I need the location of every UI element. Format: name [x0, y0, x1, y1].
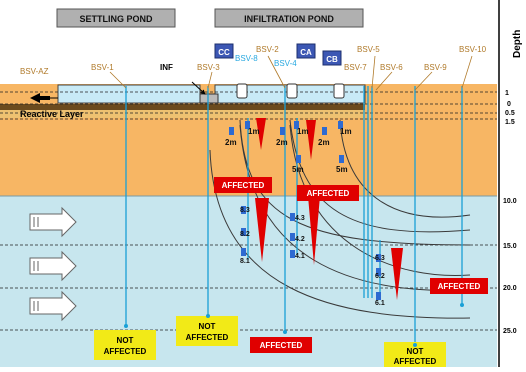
well-label-inf: INF	[160, 63, 173, 72]
not-affected-box-2	[176, 316, 238, 346]
not-affected-label-1a: NOT	[117, 336, 134, 345]
infiltration-pond-header	[214, 8, 364, 28]
not-affected-label-2b: AFFECTED	[186, 333, 229, 342]
contaminant-wedges	[255, 118, 403, 300]
sublabel-8-1: 8.1	[240, 258, 250, 265]
depth-tick-15: 15.0	[503, 243, 517, 250]
depth-tick-20: 20.0	[503, 285, 517, 292]
sublabel-4-1: 4.1	[295, 253, 305, 260]
settling-pond-header	[56, 8, 176, 28]
well-label-bsv-8: BSV-8	[235, 54, 258, 63]
depth-tick-0: 0	[507, 101, 511, 108]
sampler-ca	[286, 83, 298, 99]
depth-tick-1: 1	[505, 90, 509, 97]
not-affected-label-2a: NOT	[199, 322, 216, 331]
probe-label-ca-2m: 2m	[276, 138, 288, 147]
depth-axis-title: Depth	[512, 30, 523, 58]
sublabel-8-2: 8.2	[240, 231, 250, 238]
infiltration-pond-title: INFILTRATION POND	[244, 14, 334, 24]
depth-tick-25: 25.0	[503, 328, 517, 335]
sublabel-6-1: 6.1	[375, 300, 385, 307]
probe-label-ca-1m: 1m	[297, 127, 309, 136]
probe-label-cb-1m: 1m	[340, 127, 352, 136]
sublabel-4-2: 4.2	[295, 236, 305, 243]
sublabel-8-3: 8.3	[240, 207, 250, 214]
sampler-badges: CC CA CB	[214, 43, 342, 66]
affected-label-4: AFFECTED	[260, 341, 303, 350]
reactive-layer-label: Reactive Layer	[20, 109, 84, 119]
well-label-bsv-2: BSV-2	[256, 45, 279, 54]
probe-label-ca-5m: 5m	[292, 165, 304, 174]
groundwater-flow-arrows	[29, 206, 77, 322]
badge-cc: CC	[218, 48, 230, 57]
flow-arrow-3-icon	[29, 290, 77, 322]
not-affected-box-1	[94, 330, 156, 360]
well-pointers	[109, 55, 473, 91]
well-label-bsv-9: BSV-9	[424, 63, 447, 72]
well-label-bsv-6: BSV-6	[380, 63, 403, 72]
not-affected-label-1b: AFFECTED	[104, 347, 147, 356]
affected-label-1: AFFECTED	[222, 181, 265, 190]
well-label-bsv-10: BSV-10	[459, 45, 487, 54]
sublabel-6-2: 6.2	[375, 273, 385, 280]
well-label-bsv-7: BSV-7	[344, 63, 367, 72]
depth-tick-1-5: 1.5	[505, 119, 515, 126]
badge-cb: CB	[326, 55, 338, 64]
well-label-bsv-5: BSV-5	[357, 45, 380, 54]
not-affected-label-3a: NOT	[407, 347, 424, 356]
depth-axis-panel	[497, 0, 526, 367]
probes	[229, 121, 381, 300]
affected-box-4	[250, 337, 312, 353]
probe-label-cb-5m: 5m	[336, 165, 348, 174]
affected-label-2: AFFECTED	[307, 189, 350, 198]
well-label-bsv-az: BSV-AZ	[20, 67, 49, 76]
inflow-box	[199, 93, 219, 104]
badge-ca: CA	[300, 48, 312, 57]
pond-samplers	[236, 83, 345, 99]
settling-pond-water	[57, 84, 201, 104]
well-label-bsv-4: BSV-4	[274, 59, 297, 68]
probe-label-cc-1m: 1m	[248, 127, 260, 136]
sampler-cb	[333, 83, 345, 99]
probe-label-cc-2m: 2m	[225, 138, 237, 147]
sublabel-4-3: 4.3	[295, 215, 305, 222]
affected-box-3	[430, 278, 488, 294]
affected-box-1	[214, 177, 272, 193]
flow-arrow-1-icon	[29, 206, 77, 238]
sublabel-6-3: 6.3	[375, 255, 385, 262]
affected-box-2	[297, 185, 359, 201]
depth-tick-0-5: 0.5	[505, 110, 515, 117]
affected-label-3: AFFECTED	[438, 282, 481, 291]
sampler-cc	[236, 83, 248, 99]
outflow-arrow-icon	[30, 93, 50, 103]
probe-label-cb-2m: 2m	[318, 138, 330, 147]
depth-tick-10: 10.0	[503, 198, 517, 205]
well-label-bsv-3: BSV-3	[197, 63, 220, 72]
boreholes	[125, 86, 463, 345]
well-label-bsv-1: BSV-1	[91, 63, 114, 72]
not-affected-label-3b: AFFECTED	[394, 357, 437, 366]
flow-arrow-2-icon	[29, 250, 77, 282]
reactive-layer-band	[0, 104, 365, 110]
reactive-layer-base	[0, 110, 365, 118]
borehole-end-dots	[124, 303, 464, 347]
settling-pond-title: SETTLING POND	[79, 14, 153, 24]
depth-guidelines	[0, 91, 497, 331]
